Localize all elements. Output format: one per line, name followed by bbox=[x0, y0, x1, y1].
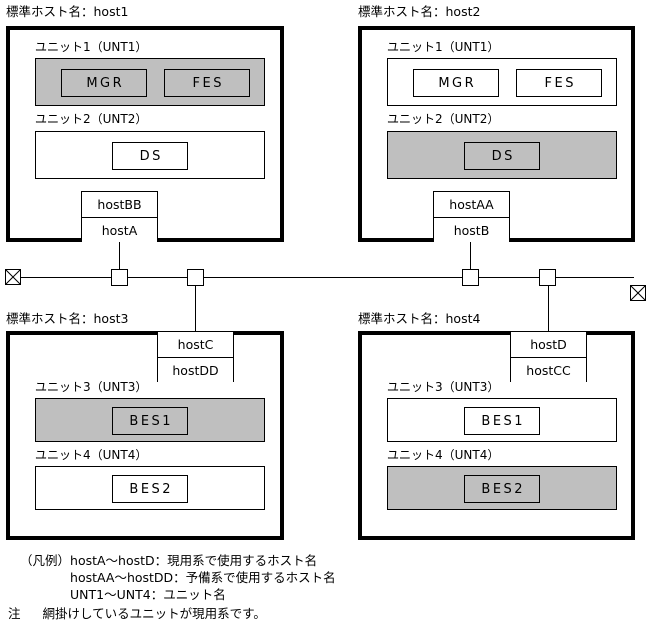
host4-unit3-box: BES1 bbox=[387, 398, 617, 442]
host1-title: 標準ホスト名：host1 bbox=[6, 4, 129, 19]
host4-hostname-active: hostD bbox=[511, 332, 586, 357]
host2-hostname-standby: hostAA bbox=[434, 192, 509, 217]
legend-line-2: hostAA〜hostDD：予備系で使用するホスト名 bbox=[70, 570, 336, 585]
host2-service-fes: FES bbox=[516, 69, 602, 97]
host2-service-ds: DS bbox=[464, 142, 540, 170]
host3-title: 標準ホスト名：host3 bbox=[6, 311, 129, 326]
host3-hostname-active: hostC bbox=[158, 332, 233, 357]
host2-unit1-box: MGR FES bbox=[387, 58, 617, 106]
host1-drop-line bbox=[119, 242, 120, 275]
host2-hostname-box: hostAA hostB bbox=[433, 191, 510, 242]
host1-hostname-active: hostA bbox=[82, 217, 157, 242]
host2-unit1-label: ユニット1（UNT1） bbox=[387, 40, 500, 54]
host1-unit2-box: DS bbox=[35, 131, 265, 179]
host4-service-bes1: BES1 bbox=[464, 407, 540, 435]
legend-note: 注 網掛けしているユニットが現用系です。 bbox=[8, 605, 266, 622]
host3-hostname-box: hostC hostDD bbox=[157, 331, 234, 382]
host1-unit1-box: MGR FES bbox=[35, 58, 265, 106]
host4-hostname-standby: hostCC bbox=[511, 357, 586, 382]
bus-tap-host2 bbox=[462, 269, 479, 286]
legend-note-label: 注 bbox=[8, 606, 21, 621]
host3-unit3-box: BES1 bbox=[35, 398, 265, 442]
legend-line-1: hostA〜hostD：現用系で使用するホスト名 bbox=[70, 553, 318, 568]
host2-unit2-label: ユニット2（UNT2） bbox=[387, 112, 500, 126]
host3-service-bes2: BES2 bbox=[112, 475, 188, 503]
host4-service-bes2: BES2 bbox=[464, 475, 540, 503]
legend: （凡例） hostA〜hostD：現用系で使用するホスト名 hostAA〜hos… bbox=[20, 552, 336, 603]
bus-tap-host4 bbox=[539, 269, 556, 286]
host4-title: 標準ホスト名：host4 bbox=[358, 311, 481, 326]
host2-hostname-active: hostB bbox=[434, 217, 509, 242]
host1-hostname-box: hostBB hostA bbox=[81, 191, 158, 242]
host3-unit4-box: BES2 bbox=[35, 466, 265, 510]
host4-unit3-label: ユニット3（UNT3） bbox=[387, 380, 500, 394]
host2-title: 標準ホスト名：host2 bbox=[358, 4, 481, 19]
host3-drop-line bbox=[195, 286, 196, 331]
host1-service-fes: FES bbox=[164, 69, 250, 97]
host4-unit4-box: BES2 bbox=[387, 466, 617, 510]
host3-unit3-label: ユニット3（UNT3） bbox=[35, 380, 148, 394]
network-bus-line bbox=[18, 277, 634, 278]
host3-frame: ユニット3（UNT3） BES1 ユニット4（UNT4） BES2 bbox=[6, 331, 284, 540]
host4-frame: ユニット3（UNT3） BES1 ユニット4（UNT4） BES2 bbox=[358, 331, 635, 540]
bus-tap-host3 bbox=[187, 269, 204, 286]
host4-unit4-label: ユニット4（UNT4） bbox=[387, 448, 500, 462]
bus-terminator-left bbox=[5, 269, 21, 285]
host3-service-bes1: BES1 bbox=[112, 407, 188, 435]
bus-terminator-right bbox=[630, 285, 646, 301]
bus-tap-host1 bbox=[111, 269, 128, 286]
host3-hostname-standby: hostDD bbox=[158, 357, 233, 382]
legend-heading: （凡例） bbox=[20, 553, 71, 568]
legend-line-3: UNT1〜UNT4：ユニット名 bbox=[70, 587, 226, 602]
host1-service-ds: DS bbox=[112, 142, 188, 170]
host2-service-mgr: MGR bbox=[413, 69, 499, 97]
host4-hostname-box: hostD hostCC bbox=[510, 331, 587, 382]
host1-service-mgr: MGR bbox=[61, 69, 147, 97]
host1-hostname-standby: hostBB bbox=[82, 192, 157, 217]
host1-unit1-label: ユニット1（UNT1） bbox=[35, 40, 148, 54]
host1-unit2-label: ユニット2（UNT2） bbox=[35, 112, 148, 126]
host2-unit2-box: DS bbox=[387, 131, 617, 179]
legend-note-text: 網掛けしているユニットが現用系です。 bbox=[42, 606, 266, 621]
host4-drop-line bbox=[548, 286, 549, 331]
host3-unit4-label: ユニット4（UNT4） bbox=[35, 448, 148, 462]
host2-drop-line bbox=[470, 242, 471, 275]
